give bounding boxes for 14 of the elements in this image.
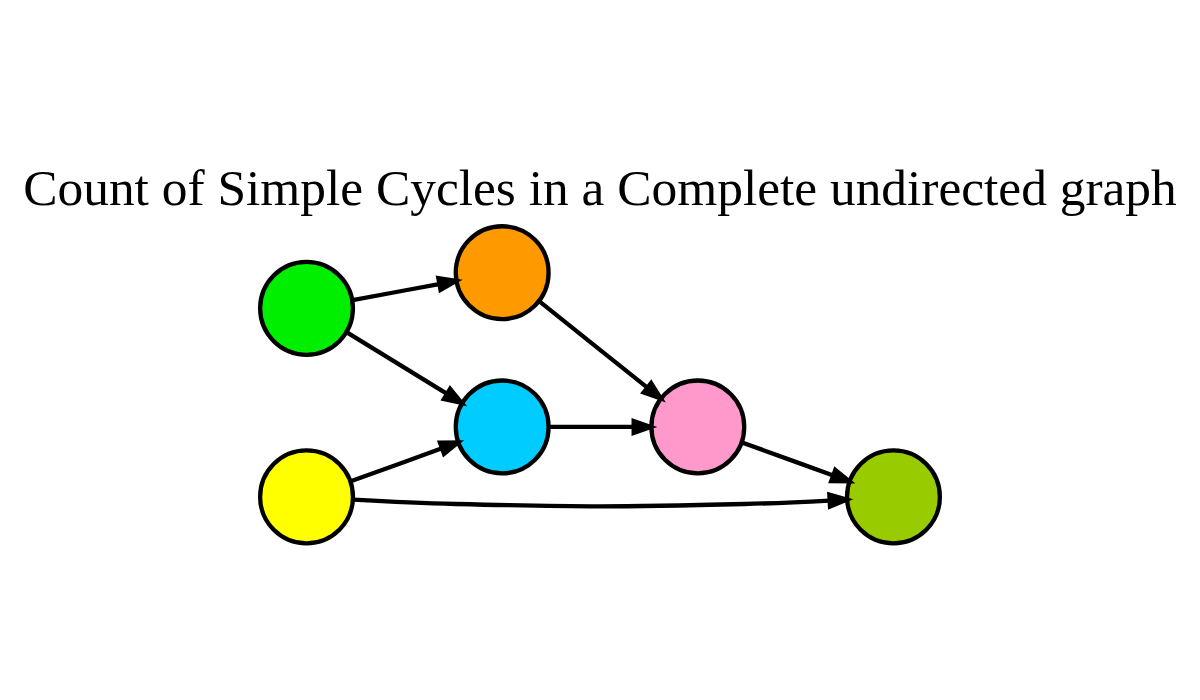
node-circle xyxy=(258,447,356,545)
arrow xyxy=(352,275,463,302)
arrow xyxy=(741,439,856,484)
arrow xyxy=(345,329,468,406)
node-circle xyxy=(649,377,747,475)
node-circle xyxy=(844,447,942,545)
arrow xyxy=(538,299,666,402)
node-circle xyxy=(453,377,551,475)
node-circle xyxy=(258,259,356,357)
node-circle xyxy=(453,223,551,321)
arrow xyxy=(353,491,854,510)
arrow xyxy=(548,417,658,436)
arrow xyxy=(350,439,465,483)
diagram-title: Count of Simple Cycles in a Complete undirected graph xyxy=(23,158,1177,216)
